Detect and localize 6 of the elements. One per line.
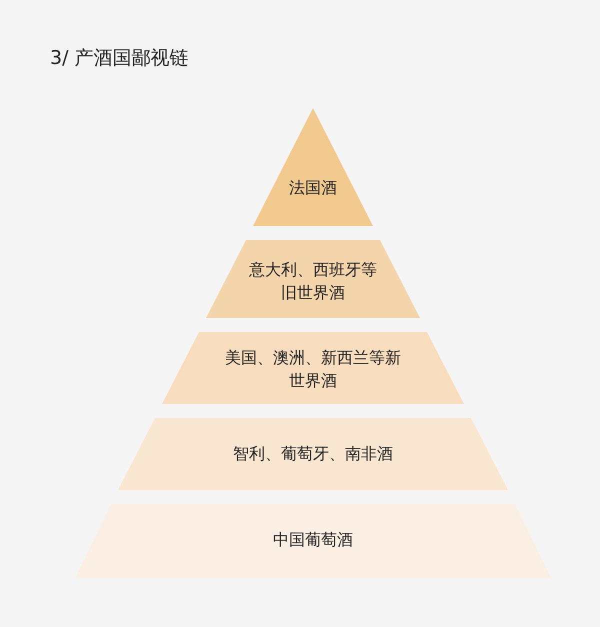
tier-label: 美国、澳洲、新西兰等新世界酒 xyxy=(224,347,402,392)
tier-label: 法国酒 xyxy=(288,177,338,199)
tier-label: 意大利、西班牙等旧世界酒 xyxy=(248,259,378,304)
title: 3/ 产酒国鄙视链 xyxy=(50,46,189,71)
tier-label: 智利、葡萄牙、南非酒 xyxy=(232,443,394,465)
tier-label: 中国葡萄酒 xyxy=(272,529,354,551)
